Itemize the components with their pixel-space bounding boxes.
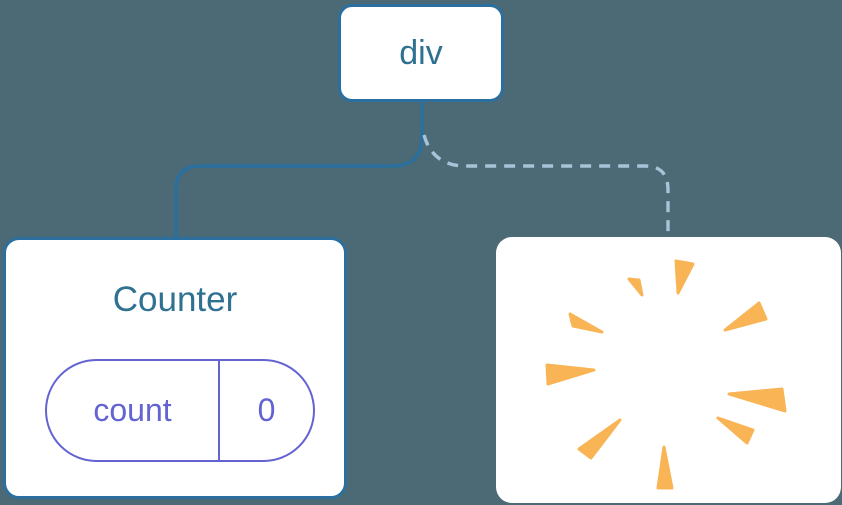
poof-ray (656, 445, 674, 490)
poof-ray (577, 418, 622, 460)
poof-ray (545, 363, 596, 386)
poof-ray (627, 277, 644, 297)
component-title: Counter (112, 280, 238, 319)
dom-node-div: div (338, 4, 504, 102)
connector-solid-line (174, 102, 424, 237)
state-key-label: count (47, 361, 220, 460)
state-value-label: 0 (257, 392, 276, 428)
poof-ray (723, 301, 768, 332)
poof-ray (674, 259, 695, 295)
poof-burst-icon (545, 259, 787, 490)
connector-dashed-line (422, 134, 670, 237)
poof-ray (727, 387, 787, 413)
counter-component-card: Counter count 0 (3, 237, 347, 499)
dom-node-label: div (399, 33, 443, 72)
state-pill: count 0 (45, 359, 315, 462)
removed-component-card (496, 237, 841, 503)
poof-ray (568, 312, 604, 334)
poof-ray (716, 416, 755, 445)
